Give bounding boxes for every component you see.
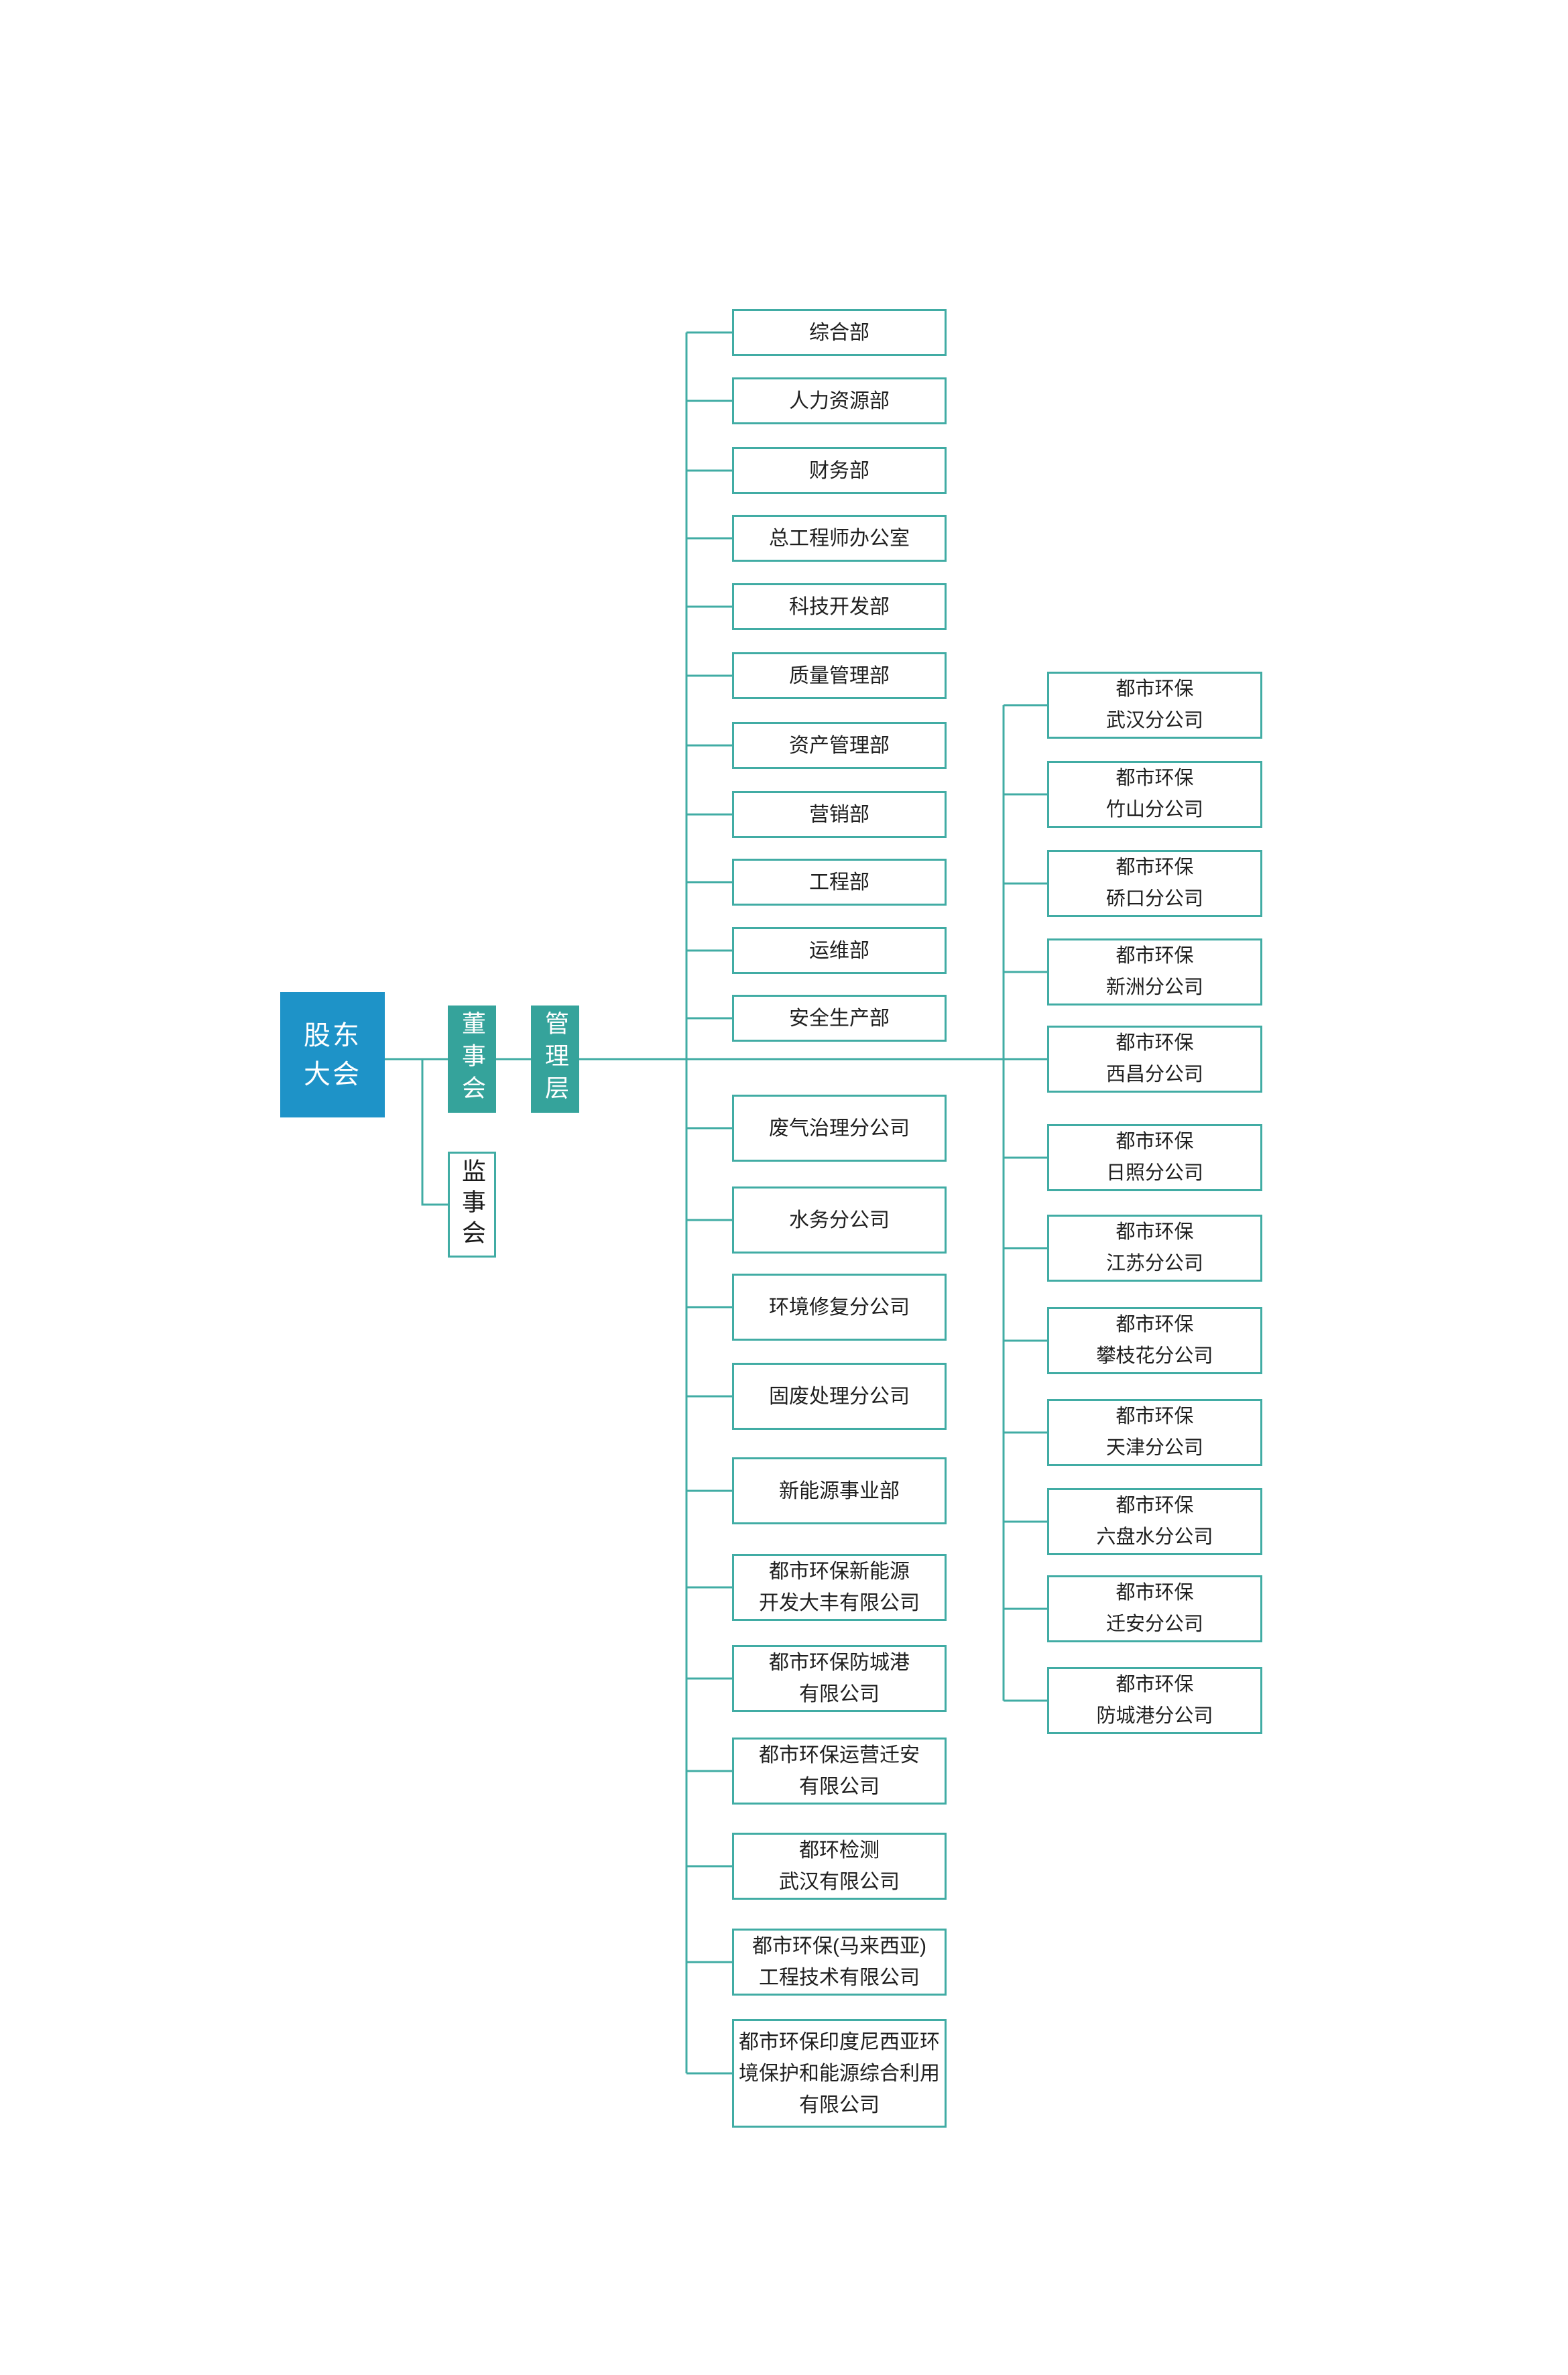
subsidiary-box: 都市环保(马来西亚) 工程技术有限公司 bbox=[732, 1929, 947, 1996]
subsidiary-box: 环境修复分公司 bbox=[732, 1274, 947, 1341]
subsidiary-box: 都市环保运营迁安 有限公司 bbox=[732, 1738, 947, 1805]
dept-box: 人力资源部 bbox=[732, 377, 947, 424]
branch-box: 都市环保 攀枝花分公司 bbox=[1047, 1307, 1262, 1374]
board-of-directors-box: 董事会 bbox=[448, 1006, 496, 1113]
management-box: 管理层 bbox=[531, 1006, 579, 1113]
branch-box: 都市环保 西昌分公司 bbox=[1047, 1026, 1262, 1093]
dept-box: 科技开发部 bbox=[732, 583, 947, 630]
subsidiary-box: 都环检测 武汉有限公司 bbox=[732, 1833, 947, 1900]
dept-box: 质量管理部 bbox=[732, 652, 947, 699]
branch-box: 都市环保 天津分公司 bbox=[1047, 1399, 1262, 1466]
dept-box: 安全生产部 bbox=[732, 995, 947, 1042]
shareholders-meeting-box: 股东 大会 bbox=[280, 992, 385, 1117]
dept-box: 营销部 bbox=[732, 791, 947, 838]
dept-box: 综合部 bbox=[732, 309, 947, 356]
subsidiary-box: 固废处理分公司 bbox=[732, 1363, 947, 1430]
subsidiary-box: 新能源事业部 bbox=[732, 1457, 947, 1524]
branch-box: 都市环保 竹山分公司 bbox=[1047, 761, 1262, 828]
branch-box: 都市环保 日照分公司 bbox=[1047, 1124, 1262, 1191]
dept-box: 资产管理部 bbox=[732, 722, 947, 769]
branch-box: 都市环保 武汉分公司 bbox=[1047, 672, 1262, 739]
branch-box: 都市环保 江苏分公司 bbox=[1047, 1215, 1262, 1282]
branch-box: 都市环保 防城港分公司 bbox=[1047, 1667, 1262, 1734]
subsidiary-box: 都市环保新能源 开发大丰有限公司 bbox=[732, 1554, 947, 1621]
subsidiary-box: 都市环保印度尼西亚环 境保护和能源综合利用 有限公司 bbox=[732, 2019, 947, 2128]
branch-box: 都市环保 硚口分公司 bbox=[1047, 850, 1262, 917]
branch-box: 都市环保 迁安分公司 bbox=[1047, 1575, 1262, 1642]
branch-box: 都市环保 新洲分公司 bbox=[1047, 938, 1262, 1006]
dept-box: 财务部 bbox=[732, 447, 947, 494]
dept-box: 工程部 bbox=[732, 859, 947, 906]
subsidiary-box: 废气治理分公司 bbox=[732, 1095, 947, 1162]
branch-box: 都市环保 六盘水分公司 bbox=[1047, 1488, 1262, 1555]
subsidiary-box: 水务分公司 bbox=[732, 1186, 947, 1254]
supervisory-board-box: 监事会 bbox=[448, 1152, 496, 1258]
dept-box: 运维部 bbox=[732, 927, 947, 974]
subsidiary-box: 都市环保防城港 有限公司 bbox=[732, 1645, 947, 1712]
dept-box: 总工程师办公室 bbox=[732, 515, 947, 562]
